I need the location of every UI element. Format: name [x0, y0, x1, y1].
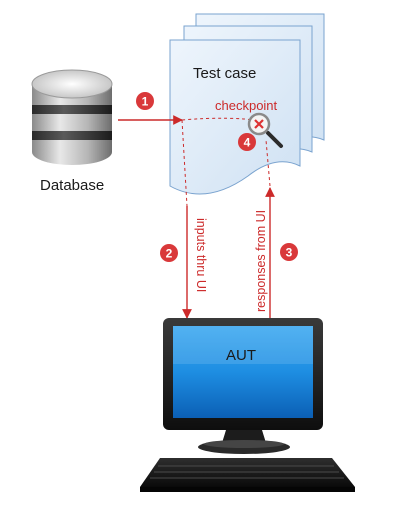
svg-text:3: 3: [286, 246, 293, 260]
svg-text:1: 1: [142, 95, 149, 109]
aut-label: AUT: [226, 347, 256, 364]
step-badge-3: 3: [280, 243, 298, 261]
monitor-icon: [163, 318, 323, 454]
database-icon: [31, 69, 113, 165]
test-case-title: Test case: [193, 65, 256, 82]
dashed-inputs-link: [181, 119, 188, 207]
step-badge-1: 1: [136, 92, 154, 110]
dashed-responses-link: [265, 139, 271, 187]
inputs-thru-ui-label: inputs thru UI: [194, 218, 208, 292]
keyboard-icon: [140, 458, 355, 492]
svg-text:2: 2: [166, 247, 173, 261]
aut-screen: [173, 326, 313, 418]
magnifier-icon: [247, 112, 283, 148]
checkpoint-label: checkpoint: [215, 98, 278, 113]
database-label: Database: [40, 177, 104, 194]
test-case-stack: Test case checkpoint: [169, 13, 325, 195]
step-badge-2: 2: [160, 244, 178, 262]
responses-from-ui-label: responses from UI: [254, 210, 268, 312]
test-case-page-front: [169, 39, 301, 195]
svg-text:4: 4: [244, 136, 251, 150]
step-badge-4: 4: [238, 133, 256, 151]
